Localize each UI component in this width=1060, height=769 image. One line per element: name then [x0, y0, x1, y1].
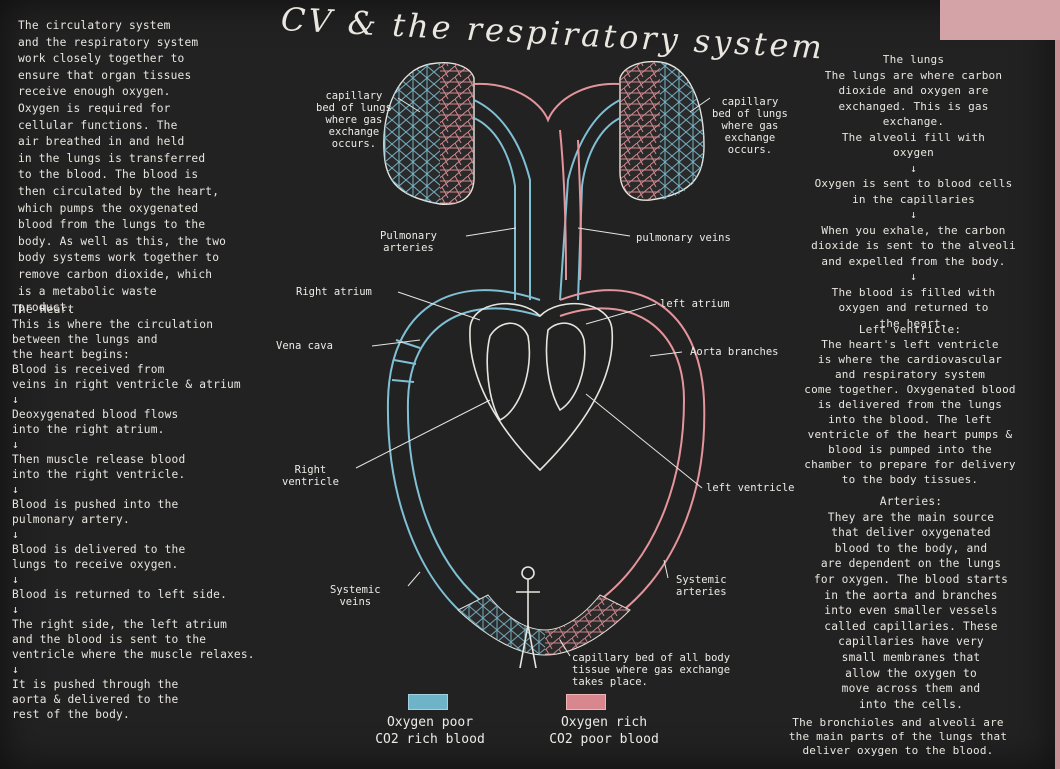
label-pulmonary-veins: pulmonary veins: [636, 232, 731, 244]
label-systemic-arteries: Systemic arteries: [676, 574, 727, 598]
body-capillary-bed: [458, 595, 630, 655]
label-pulmonary-arteries: Pulmonary arteries: [380, 230, 437, 254]
label-capillary-left: capillary bed of lungs where gas exchang…: [316, 90, 392, 150]
legend-oxygen-rich-label: Oxygen rich CO2 poor blood: [514, 714, 694, 748]
legend-oxygen-rich-swatch: [566, 694, 606, 710]
label-body-capillary-bed: capillary bed of all body tissue where g…: [572, 652, 730, 688]
label-right-atrium: Right atrium: [296, 286, 372, 298]
label-left-ventricle: left ventricle: [706, 482, 795, 494]
label-right-ventricle: Right ventricle: [282, 464, 339, 488]
label-aorta-branches: Aorta branches: [690, 346, 779, 358]
heart: [470, 304, 612, 470]
legend-oxygen-poor-swatch: [408, 694, 448, 710]
label-vena-cava: Vena cava: [276, 340, 333, 352]
legend-oxygen-poor-label: Oxygen poor CO2 rich blood: [340, 714, 520, 748]
label-capillary-right: capillary bed of lungs where gas exchang…: [712, 96, 788, 156]
left-lung-capillary-bed: [384, 63, 474, 204]
label-systemic-veins: Systemic veins: [330, 584, 381, 608]
label-left-atrium: left atrium: [660, 298, 730, 310]
right-lung-capillary-bed: [620, 62, 704, 201]
pulmonary-vessels: [474, 84, 620, 300]
